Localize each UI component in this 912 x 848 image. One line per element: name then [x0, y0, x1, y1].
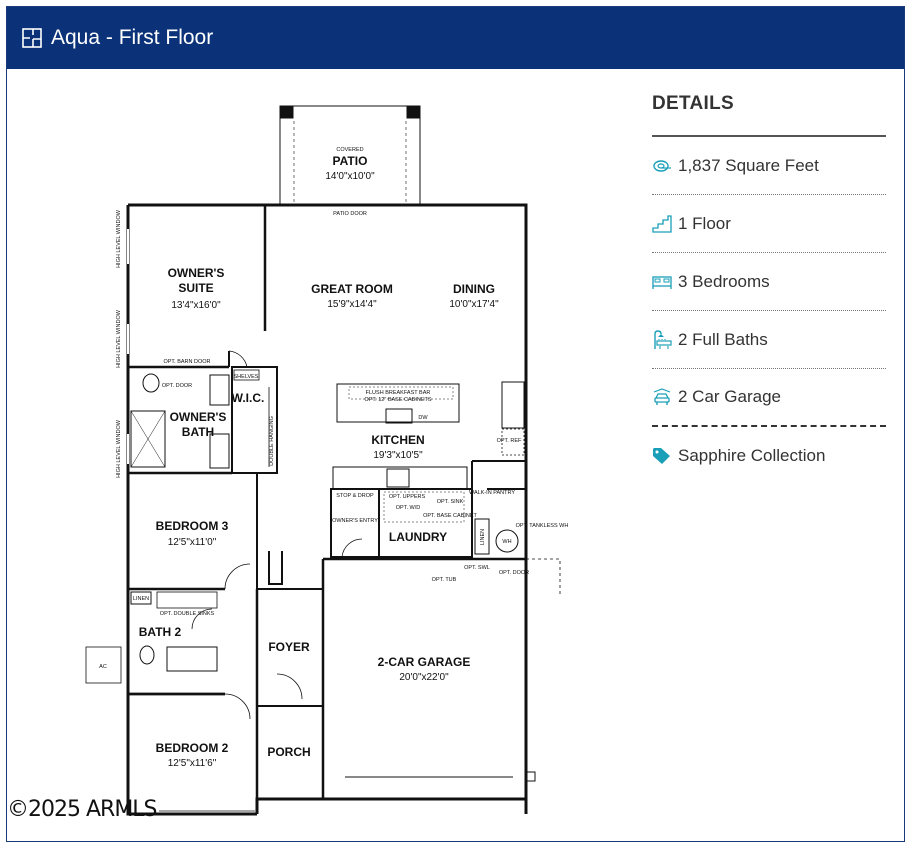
base-cabinets-note: OPT. 12" BASE CABINETS [364, 397, 431, 403]
high-window-note-1: HIGH LEVEL WINDOW [116, 209, 122, 268]
pantry-note: WALK-IN PANTRY [469, 490, 515, 496]
double-hanging-note: DOUBLE HANGING [269, 416, 275, 466]
double-sinks-note: OPT. DOUBLE SINKS [160, 611, 215, 617]
ac-note: AC [99, 664, 107, 670]
patio-label: PATIO [333, 154, 368, 168]
opt-door2-note: OPT. DOOR [499, 570, 529, 576]
copyright-watermark: ©2025 ARMLS [7, 797, 158, 822]
floor-plan: COVERED PATIO 14'0"x10'0" PATIO DOOR OWN… [7, 69, 647, 843]
dining-label: DINING [453, 282, 495, 296]
detail-row-garage: 2 Car Garage [652, 369, 886, 427]
laundry-label: LAUNDRY [389, 530, 447, 544]
opt-wd-note: OPT. W/D [396, 505, 420, 511]
shower-icon [652, 329, 674, 350]
foyer-label: FOYER [268, 640, 310, 654]
tankless-note: OPT. TANKLESS WH [516, 523, 569, 529]
opt-sink-note: OPT. SINK [437, 499, 464, 505]
kitchen-label: KITCHEN [371, 433, 424, 447]
detail-row-square-feet: 1,837 Square Feet [652, 137, 886, 195]
bed-icon [652, 272, 674, 292]
card-header: Aqua - First Floor [7, 7, 904, 69]
patio-door-note: PATIO DOOR [333, 211, 367, 217]
floorplan-icon [22, 28, 42, 48]
opt-base-cabinet-note: OPT. BASE CABINET [423, 513, 477, 519]
opt-uppers-note: OPT. UPPERS [389, 494, 426, 500]
dw-note: DW [418, 415, 428, 421]
wic-label: W.I.C. [232, 391, 265, 405]
detail-label: 2 Car Garage [678, 387, 781, 406]
opt-swl-note: OPT. SWL [464, 565, 490, 571]
great-room-label: GREAT ROOM [311, 282, 393, 296]
opt-tub-note: OPT. TUB [432, 577, 457, 583]
detail-label: 1,837 Square Feet [678, 155, 819, 175]
bedroom3-dims: 12'5"x11'0" [168, 537, 217, 548]
plan-title: Aqua - First Floor [51, 26, 214, 49]
detail-label: 2 Full Baths [678, 329, 768, 349]
great-room-dims: 15'9"x14'4" [327, 299, 377, 310]
porch-label: PORCH [267, 745, 310, 759]
patio-note: COVERED [336, 147, 363, 153]
high-window-note-3: HIGH LEVEL WINDOW [116, 419, 122, 478]
detail-label: 1 Floor [678, 213, 731, 233]
bath2-label: BATH 2 [139, 625, 182, 639]
high-window-note-2: HIGH LEVEL WINDOW [116, 309, 122, 368]
opt-ref-note: OPT. REF [497, 438, 522, 444]
detail-row-bedrooms: 3 Bedrooms [652, 253, 886, 311]
stairs-icon [652, 214, 674, 234]
owners-suite-dims: 13'4"x16'0" [171, 300, 221, 311]
linen-note: LINEN [480, 529, 486, 545]
linen2-note: LINEN [133, 596, 149, 602]
patio-dims: 14'0"x10'0" [325, 171, 375, 182]
barn-door-note: OPT. BARN DOOR [163, 359, 210, 365]
square-feet-icon [652, 156, 674, 176]
detail-row-baths: 2 Full Baths [652, 311, 886, 369]
owners-entry-note: OWNER'S ENTRY [332, 518, 378, 524]
garage-label: 2-CAR GARAGE [378, 655, 471, 669]
garage-dims: 20'0"x22'0" [399, 672, 449, 683]
detail-row-collection: Sapphire Collection [652, 427, 886, 485]
kitchen-dims: 19'3"x10'5" [373, 450, 423, 461]
wh-note: WH [502, 539, 511, 545]
bedroom3-label: BEDROOM 3 [156, 519, 229, 533]
detail-label: 3 Bedrooms [678, 271, 770, 291]
opt-door-note: OPT. DOOR [162, 383, 192, 389]
details-panel: DETAILS 1,837 Square Feet 1 Floor 3 Bedr… [652, 69, 886, 485]
drop-zone-note: STOP & DROP [336, 493, 374, 499]
floorplan-card: Aqua - First Floor [6, 6, 905, 842]
dining-dims: 10'0"x17'4" [449, 299, 499, 310]
bedroom2-dims: 12'5"x11'6" [168, 758, 217, 769]
details-heading: DETAILS [652, 93, 886, 137]
breakfast-bar-note: FLUSH BREAKFAST BAR [366, 390, 431, 396]
bedroom2-label: BEDROOM 2 [156, 741, 229, 755]
tag-icon [652, 446, 674, 466]
car-icon [652, 387, 674, 407]
floor-plan-drawing: COVERED PATIO 14'0"x10'0" PATIO DOOR OWN… [85, 105, 569, 816]
detail-label: Sapphire Collection [678, 446, 826, 465]
shelves-note: SHELVES [234, 374, 259, 380]
detail-row-floors: 1 Floor [652, 195, 886, 253]
